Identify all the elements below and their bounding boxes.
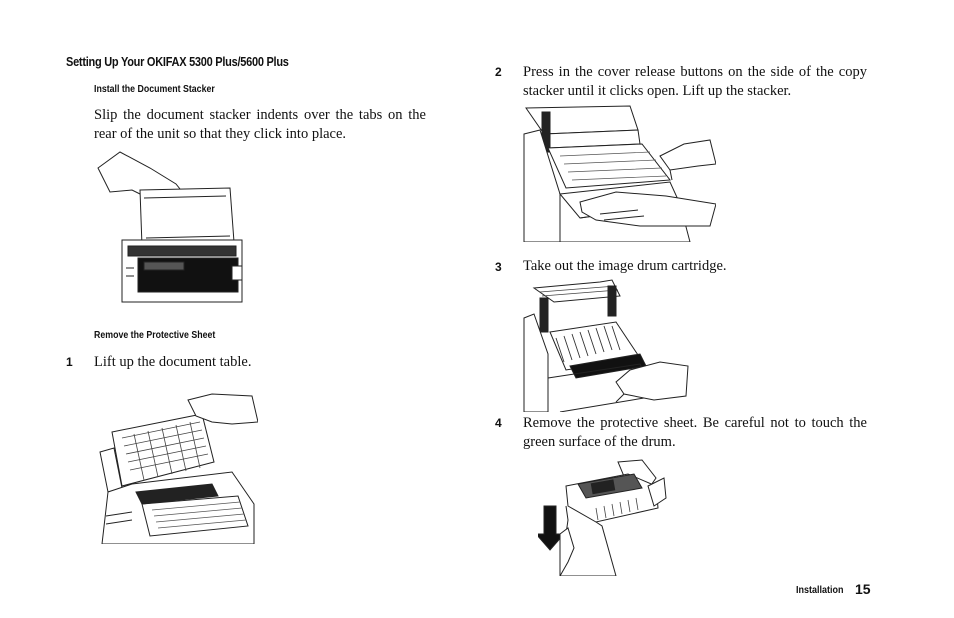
step-1-text: Lift up the document table. <box>94 354 252 370</box>
page-number: 15 <box>855 581 871 597</box>
step-2-number: 2 <box>495 65 502 79</box>
section-title-stacker: Install the Document Stacker <box>94 84 215 95</box>
step-4-number: 4 <box>495 416 502 430</box>
step-3-text: Take out the image drum cartridge. <box>523 258 727 274</box>
stacker-instructions: Slip the document stacker indents over t… <box>94 107 426 142</box>
step-3-number: 3 <box>495 260 502 274</box>
page-heading: Setting Up Your OKIFAX 5300 Plus/5600 Pl… <box>66 55 289 69</box>
step-1-number: 1 <box>66 355 73 369</box>
drum-cartridge-illustration <box>523 279 689 412</box>
document-table-illustration <box>99 393 258 544</box>
stacker-illustration <box>97 151 243 303</box>
step-4-text: Remove the protective sheet. Be careful … <box>523 415 867 450</box>
section-title-protective-sheet: Remove the Protective Sheet <box>94 330 216 341</box>
footer-section-label: Installation <box>796 585 844 596</box>
step-2-text: Press in the cover release buttons on th… <box>523 64 867 99</box>
copy-stacker-illustration <box>523 105 716 242</box>
protective-sheet-illustration <box>538 459 667 576</box>
